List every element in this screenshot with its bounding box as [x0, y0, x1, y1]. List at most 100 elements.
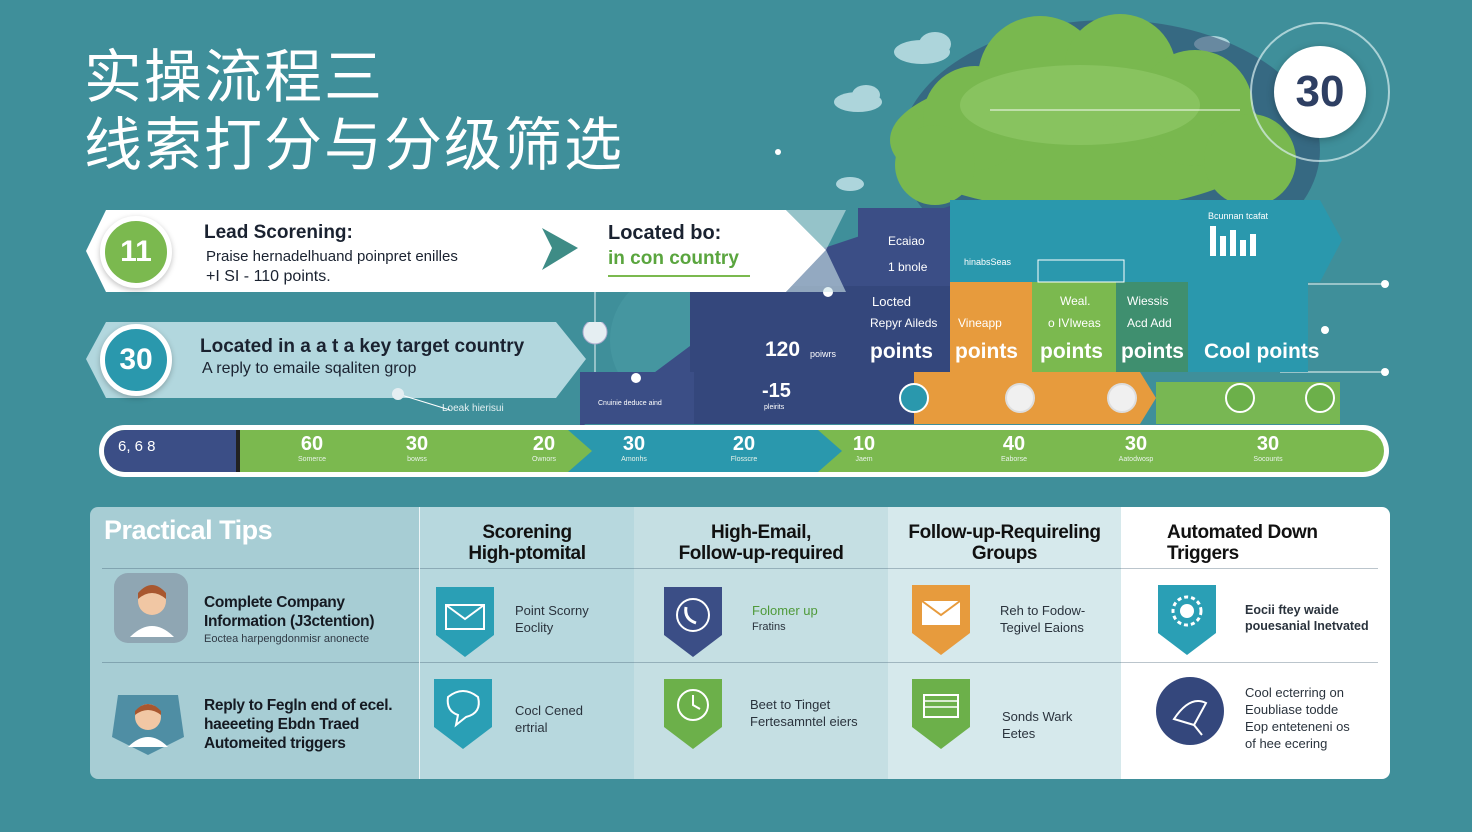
cell1-line4: Repyr Aileds — [870, 316, 938, 330]
left-item2-l3: Automeited triggers — [204, 735, 346, 752]
timeline-value: 30 — [1124, 433, 1148, 455]
badge-ring — [1250, 22, 1390, 162]
r1c4-l2: pouesanial Inetvated — [1245, 619, 1369, 634]
envelope-icon — [436, 587, 494, 657]
row2-title: Located in a a t a key target country — [200, 336, 525, 357]
r1c1-text: Point Scorny Eoclity — [515, 603, 589, 637]
avatar-icon — [114, 573, 188, 643]
col-head-triggers-l2: Triggers — [1167, 542, 1239, 564]
col-head-groups: Follow-up-Requireling Groups — [888, 522, 1121, 565]
r1c2-l2: Fratins — [752, 620, 786, 633]
r1c1-l1: Point Scorny — [515, 603, 589, 618]
tips-vline — [419, 507, 420, 779]
mid-small: Cnuinie deduce aind — [598, 400, 662, 407]
left-item1-sub: Eoctea harpengdonmisr anonecte — [204, 633, 370, 645]
cell2-label: hinabsSeas — [964, 257, 1012, 267]
envelope-icon — [912, 585, 970, 655]
r2c1-l1: Cocl Cened — [515, 703, 583, 718]
timeline-sublabel: Flosscre — [730, 456, 758, 463]
r1c1-l2: Eoclity — [515, 619, 554, 635]
r2c2-l1: Beet to Tinget — [750, 697, 831, 712]
avatar-icon — [112, 695, 184, 755]
cell1-line1: Ecaiao — [888, 234, 925, 248]
cell3-line2: o IVIweas — [1048, 316, 1101, 330]
mid-unit: pleirits — [764, 404, 785, 411]
left-item1-l1: Complete Company — [204, 594, 345, 611]
r1c4-text: Eocii ftey waide pouesanial Inetvated — [1245, 602, 1369, 635]
clock-icon — [664, 679, 722, 749]
col-head-email: High-Email, Follow-up-required — [634, 522, 888, 565]
cell1-line3: Locted — [872, 294, 912, 309]
row1-title: Lead Scorening: — [204, 222, 353, 243]
left-item2-l1: Reply to Fegln end of ecel. — [204, 697, 393, 714]
top-score-badge: 30 — [1274, 46, 1366, 138]
timeline-start: 6, 6 8 — [118, 438, 156, 455]
timeline-sublabel: Amonhs — [621, 456, 647, 463]
row1-sub2: +I SI - 110 points. — [206, 268, 331, 285]
r2c4-l4: of hee ecering — [1245, 735, 1328, 751]
col-head-scoring-l2: High-ptomital — [468, 542, 586, 564]
timeline-sublabel: Aatodwosp — [1118, 456, 1154, 463]
gear-icon — [1158, 585, 1216, 655]
chat-icon — [434, 679, 492, 749]
r2c3-l2: Eetes — [1002, 725, 1036, 741]
r2c3-l1: Sonds Wark — [1002, 709, 1073, 724]
r2c1-text: Cocl Cened ertrial — [515, 703, 583, 737]
cell1-points: points — [870, 340, 933, 363]
row2-connector — [392, 322, 608, 411]
score-panel — [580, 200, 1342, 428]
r1c2-text: Folomer up Fratins — [752, 603, 818, 634]
row2-ribbon — [86, 322, 586, 398]
row1-score-badge: 11 — [100, 216, 172, 288]
timeline-value: 10 — [852, 433, 876, 455]
r1c3-l1: Reh to Fodow- — [1000, 603, 1086, 618]
row1-right-sub: in con country — [608, 248, 739, 269]
col-head-scoring-l1: Scorening — [482, 522, 572, 543]
timeline-sublabel: bowss — [407, 456, 427, 463]
cell2-line1: Vineapp — [958, 316, 1002, 330]
timeline-value: 30 — [405, 433, 429, 455]
r2c3-text: Sonds Wark Eetes — [1002, 709, 1072, 743]
col-head-scoring: Scorening High-ptomital — [420, 522, 634, 565]
timeline-value: 30 — [622, 433, 646, 455]
tips-panel: Practical Tips Scorening High-ptomital H… — [90, 507, 1390, 779]
r1c3-l2: Tegivel Eaions — [1000, 619, 1084, 635]
col-head-email-l1: High-Email, — [710, 522, 812, 543]
cell5-points: Cool points — [1204, 340, 1320, 363]
timeline-value: 30 — [1256, 433, 1280, 455]
tips-divider-2 — [102, 662, 1378, 663]
r2c4-l2: Eoubliase todde — [1245, 701, 1339, 717]
r2c4-l3: Eop enteteneni os — [1245, 718, 1350, 734]
tips-divider-1 — [102, 568, 1378, 569]
col-head-groups-l1: Follow-up-Requireling — [908, 522, 1101, 543]
tips-heading: Practical Tips — [104, 515, 273, 545]
mid-value: -15 — [762, 380, 791, 402]
r2c1-l2: ertrial — [515, 719, 548, 735]
cell4-points: points — [1121, 340, 1184, 363]
timeline-value: 20 — [532, 433, 556, 455]
timeline-value: 40 — [1002, 433, 1026, 455]
r1c4-l1: Eocii ftey waide — [1245, 603, 1339, 617]
left-item2-l2: haeeeting Ebdn Traed — [204, 716, 360, 733]
row1-ribbon — [86, 210, 846, 292]
cell3-points: points — [1040, 340, 1103, 363]
timeline-value: 20 — [732, 433, 756, 455]
r1c3-text: Reh to Fodow- Tegivel Eaions — [1000, 603, 1085, 637]
r2c2-text: Beet to Tinget Fertesamntel eiers — [750, 697, 858, 731]
row2-score-badge: 30 — [100, 324, 172, 396]
r2c4-text: Cool ecterring on Eoubliase todde Eop en… — [1245, 685, 1350, 753]
timeline-bar — [99, 425, 1389, 477]
page-title-line2: 线索打分与分级筛选 — [84, 111, 625, 179]
cell1-line2: 1 bnole — [888, 260, 928, 274]
phone-icon — [664, 587, 722, 657]
page-title-line1: 实操流程三 — [84, 43, 385, 111]
cell3-line1: Weal. — [1060, 294, 1091, 308]
col-head-triggers-l1: Automated Down — [1167, 522, 1318, 543]
r2c2-l2: Fertesamntel eiers — [750, 713, 858, 729]
row1-sub1: Praise hernadelhuand poinpret enilles — [206, 248, 458, 265]
cell5-label: Bcunnan tcafat — [1208, 211, 1269, 221]
cell1-unit: poiwrs — [810, 349, 837, 359]
left-item1-l2: Information (J3ctention) — [204, 613, 375, 630]
row2-sub: A reply to emaile sqaliten grop — [202, 360, 417, 377]
col-head-email-l2: Follow-up-required — [678, 542, 844, 564]
